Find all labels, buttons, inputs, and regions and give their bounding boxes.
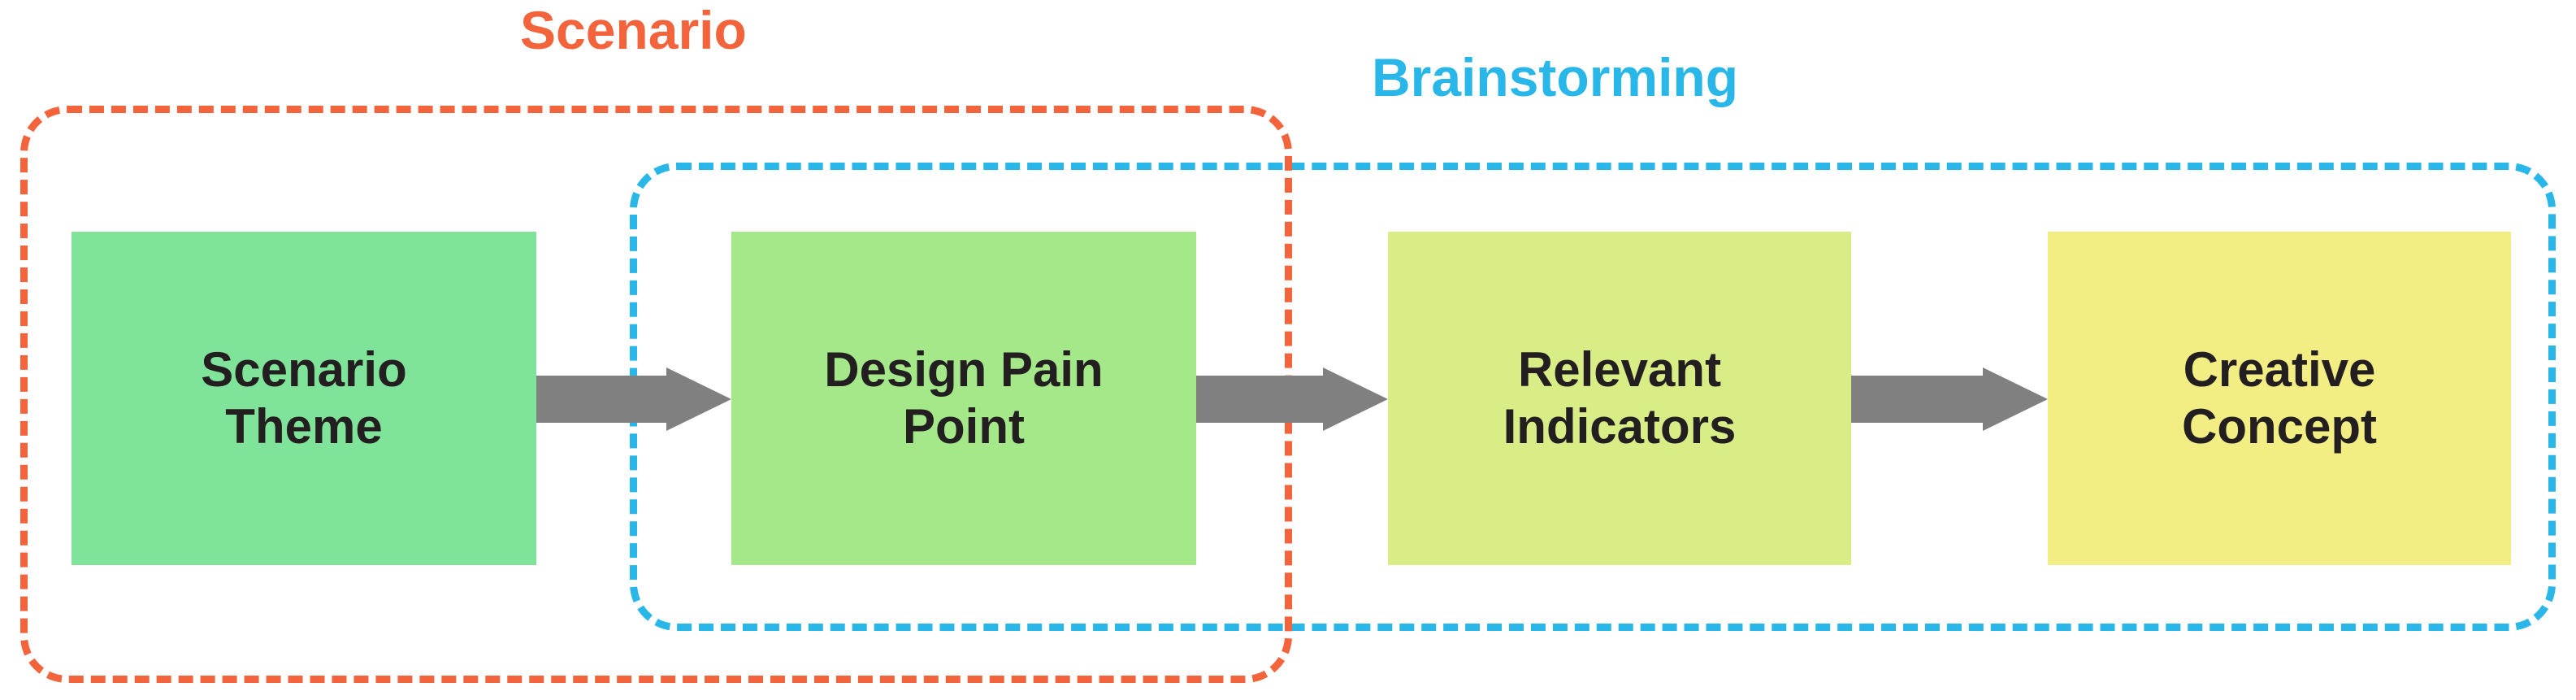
process-step-creative-concept[interactable]: Creative Concept [2048,232,2511,565]
process-step-relevant-indicators[interactable]: Relevant Indicators [1388,232,1851,565]
process-step-label: Scenario Theme [201,341,407,454]
arrow-right-icon [1196,367,1388,431]
process-step-design-pain-point[interactable]: Design Pain Point [731,232,1196,565]
process-step-label: Creative Concept [2182,341,2377,454]
process-step-label: Relevant Indicators [1503,341,1737,454]
arrow-right-icon [536,367,731,431]
group-label-brainstorming: Brainstorming [1372,47,1739,107]
arrow-right-icon [1851,367,2048,431]
process-step-scenario-theme[interactable]: Scenario Theme [72,232,536,565]
group-label-scenario: Scenario [520,0,747,60]
process-step-label: Design Pain Point [824,341,1104,454]
